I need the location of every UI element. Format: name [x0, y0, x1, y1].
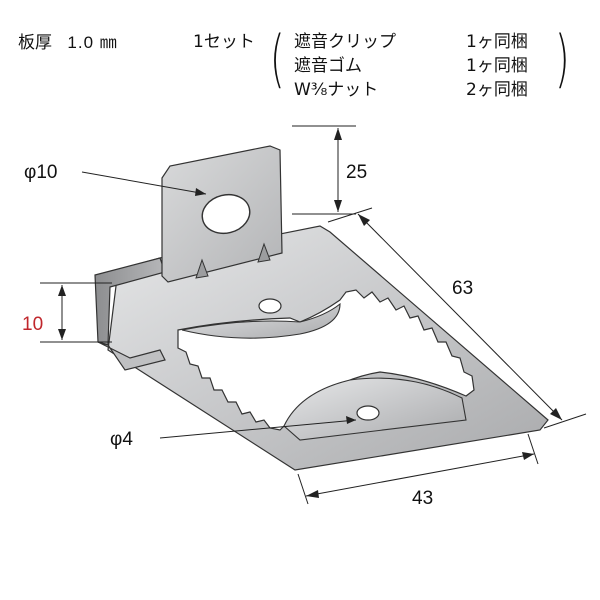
label-hole-large: φ10 [24, 162, 57, 183]
dim43-ext-left [297, 473, 309, 505]
leader-large-hole [81, 171, 207, 195]
right-paren: ) [555, 22, 570, 95]
dim25-arrow-bot [334, 200, 342, 212]
thickness-label-text: 板厚 [18, 33, 52, 53]
leader-small-hole [159, 419, 357, 439]
leader-lines [81, 171, 357, 439]
dim43-line [305, 453, 535, 497]
tab-teeth [195, 242, 271, 279]
dim10-arrow-bot [58, 329, 66, 340]
label-width: 43 [412, 488, 433, 509]
dim25-arrow-top [334, 128, 342, 140]
left-paren: ( [270, 22, 285, 95]
dim63-line [357, 213, 563, 421]
dim-width [297, 433, 539, 505]
dim10-arrow-top [58, 285, 66, 296]
arrow-small-hole [346, 416, 356, 424]
thickness-label: 板厚 1.0 ㎜ [18, 34, 118, 52]
small-hole-bottom [356, 405, 380, 421]
small-hole-top [258, 298, 282, 314]
set-label: 1セット [193, 32, 255, 52]
item-qty-3: 2ヶ同梱 [466, 80, 528, 100]
item-name-3: W³⁄₈ナット [294, 80, 379, 100]
arrow-large-hole [195, 188, 206, 196]
dim63-arrow-top [358, 214, 370, 226]
large-hole [201, 193, 251, 235]
thickness-value: 1.0 ㎜ [67, 33, 118, 52]
clip-flange-lip [97, 341, 166, 371]
item-name-2: 遮音ゴム [294, 56, 362, 76]
dim63-ext-bot [543, 413, 587, 429]
item-qty-1: 1ヶ同梱 [466, 32, 528, 52]
dim63-arrow-bot [550, 408, 562, 420]
label-length: 63 [452, 278, 473, 299]
dim43-arrow-left [306, 490, 319, 498]
label-tab-height: 25 [346, 162, 367, 183]
dim43-arrow-right [522, 452, 534, 460]
dim43-ext-right [527, 433, 539, 465]
dim63-ext-top [327, 207, 373, 223]
label-flange-height: 10 [22, 314, 43, 335]
label-hole-small: φ4 [110, 429, 133, 450]
dim-tab-height [292, 125, 356, 215]
item-qty-2: 1ヶ同梱 [466, 56, 528, 76]
upper-tongue [181, 302, 341, 339]
dim-length [327, 207, 587, 429]
item-name-1: 遮音クリップ [294, 32, 396, 52]
